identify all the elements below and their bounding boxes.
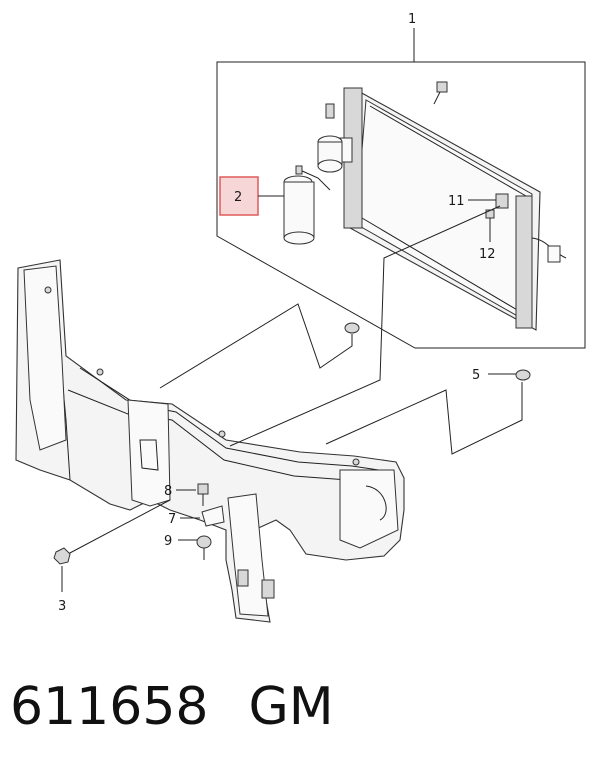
callout-1: 1 [408,12,416,27]
grommet-9 [196,535,212,549]
bolt-top [433,81,448,105]
parts-diagram: 1 2 11 [15,12,586,623]
callout-9: 9 [164,534,172,549]
assembly-leader-b [229,205,501,447]
nut-3 [53,547,71,565]
callout-8: 8 [164,484,172,499]
grommet-5 [515,369,531,381]
clip-7 [201,505,225,527]
screw-8 [197,483,209,506]
dryer-clamp [317,103,343,173]
assembly-leader-c [325,382,523,455]
condenser [339,87,567,331]
radiator-support [15,259,405,623]
callout-12: 12 [479,247,496,262]
callout-2-box [219,176,259,216]
brand-name: GM [248,677,334,737]
callout-11: 11 [448,194,465,209]
assembly-group-box [216,61,586,349]
receiver-drier [283,165,331,245]
callout-7: 7 [168,512,176,527]
part-caption: 611658 GM [10,672,590,742]
part-number: 611658 [10,677,209,737]
assembly-leader-a [159,303,353,389]
fitting-11 [495,193,509,209]
callout-5: 5 [472,368,480,383]
leader-3-line [67,499,171,555]
callout-3: 3 [58,599,66,614]
callout-2: 2 [234,190,242,205]
mount-bushing [344,322,360,334]
